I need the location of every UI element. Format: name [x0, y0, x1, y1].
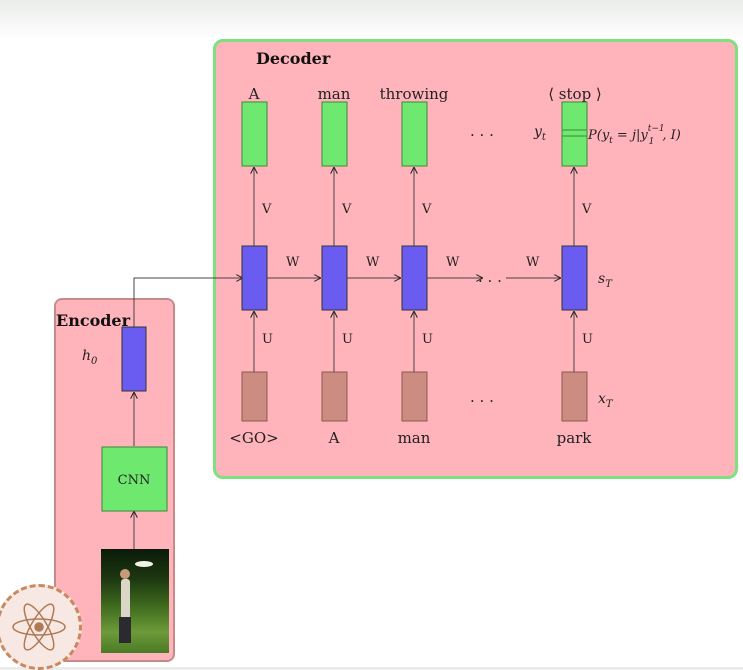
input-word: man	[398, 429, 431, 447]
input-box	[321, 371, 348, 422]
input-image	[101, 549, 169, 653]
input-box	[401, 371, 428, 422]
v-label: V	[421, 202, 432, 217]
h0-box	[121, 326, 147, 392]
output-box	[321, 101, 348, 167]
s-t-label: sT	[598, 271, 613, 290]
w-label: W	[526, 255, 540, 270]
cnn-box	[101, 446, 168, 512]
decoder-column-1: A <GO> V U	[229, 85, 278, 447]
input-word: A	[328, 429, 340, 447]
v-label: V	[581, 202, 592, 217]
decoder-title: Decoder	[256, 49, 331, 68]
input-word: <GO>	[229, 429, 278, 447]
logo-emblem	[12, 603, 66, 651]
v-label: V	[261, 202, 272, 217]
h0-label: h0	[82, 348, 98, 367]
ellipsis-outputs: . . .	[470, 122, 494, 140]
hidden-box	[241, 245, 268, 311]
cnn-label: CNN	[118, 473, 151, 488]
u-label: U	[342, 332, 353, 347]
w-label: W	[446, 255, 460, 270]
input-word: park	[557, 429, 593, 447]
y-t-label: yt	[533, 124, 547, 143]
person-head	[120, 569, 130, 579]
output-box	[241, 101, 268, 167]
decoder-column-3: throwing man V U	[380, 85, 449, 447]
input-box	[561, 371, 588, 422]
u-label: U	[422, 332, 433, 347]
output-word: ⟨ stop ⟩	[548, 85, 602, 103]
ellipsis-inputs: . . .	[470, 388, 494, 406]
u-label: U	[262, 332, 273, 347]
input-box	[241, 371, 268, 422]
h0-to-decoder-arrow	[133, 278, 242, 327]
decoder-panel	[213, 39, 738, 479]
output-word: A	[248, 85, 260, 103]
decoder-column-2: man A V U	[318, 85, 353, 447]
u-label: U	[582, 332, 593, 347]
encoder-title: Encoder	[56, 311, 131, 330]
decoder-column-final: ⟨ stop ⟩ park V U	[548, 85, 602, 447]
person-legs	[119, 617, 131, 643]
v-label: V	[341, 202, 352, 217]
hidden-box	[401, 245, 428, 311]
w-label: W	[366, 255, 380, 270]
hidden-box	[321, 245, 348, 311]
output-box	[401, 101, 428, 167]
output-word: man	[318, 85, 351, 103]
w-label: W	[286, 255, 300, 270]
person-body	[121, 579, 130, 619]
x-t-label: xT	[598, 391, 614, 410]
output-box	[561, 101, 588, 167]
frisbee	[135, 561, 153, 567]
ellipsis-hidden: . . .	[478, 268, 502, 286]
output-word: throwing	[380, 85, 449, 103]
hidden-box	[561, 245, 588, 311]
